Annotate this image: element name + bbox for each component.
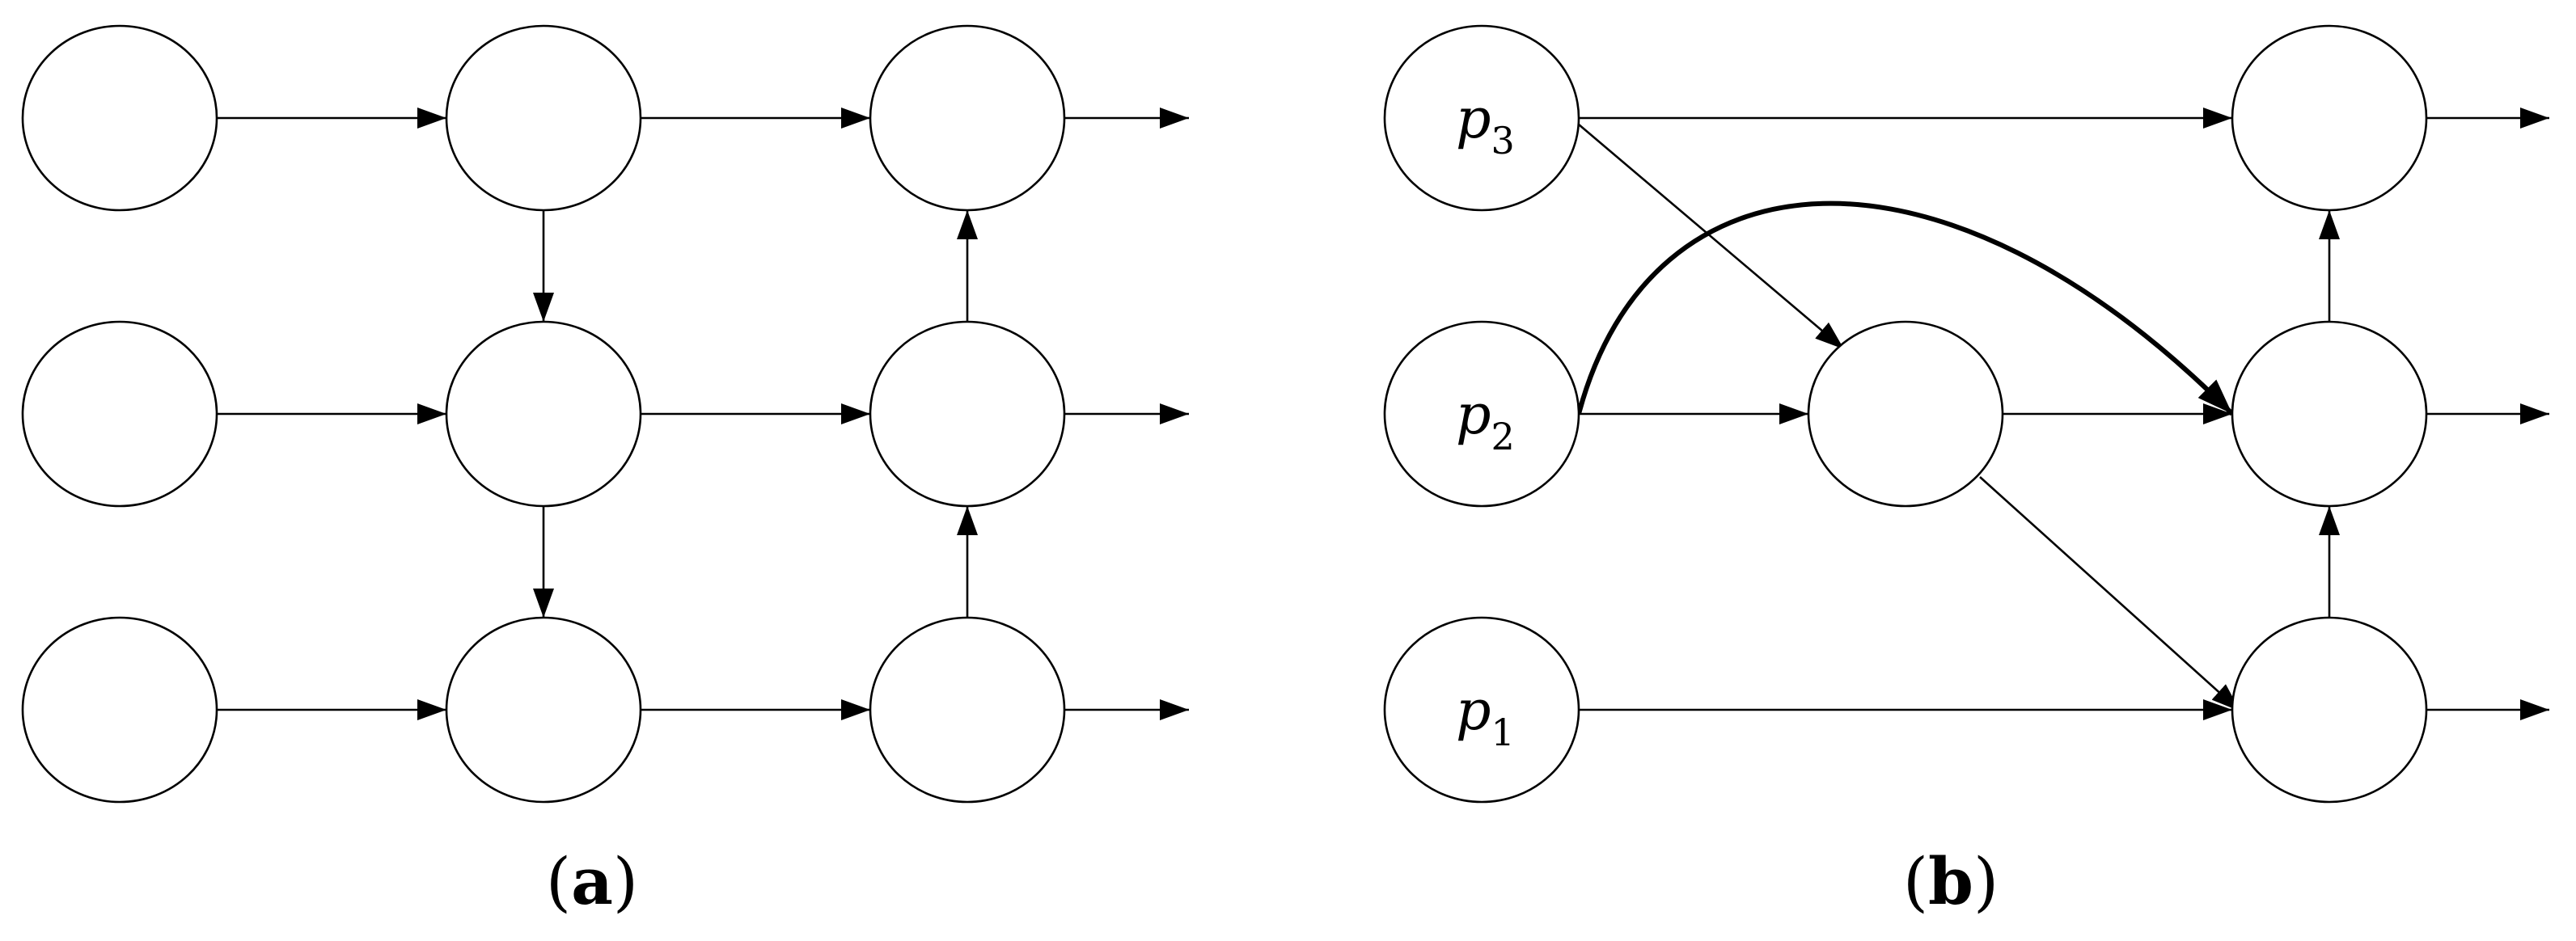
node bbox=[2231, 320, 2428, 508]
panel-a-caption: (a) bbox=[546, 843, 638, 919]
node-label-p2: p2 bbox=[1456, 383, 1515, 458]
edge bbox=[1979, 476, 2241, 712]
bold-curved-edge bbox=[1576, 200, 2235, 416]
node bbox=[445, 320, 642, 508]
node-label-p3: p3 bbox=[1456, 87, 1515, 162]
panel-a-nodes bbox=[21, 24, 1066, 804]
panel-a-edges bbox=[217, 108, 1189, 720]
edge bbox=[1578, 124, 1845, 350]
node-p2 bbox=[1383, 320, 1580, 508]
node bbox=[869, 24, 1066, 212]
node bbox=[21, 616, 218, 804]
node bbox=[445, 24, 642, 212]
node-label-p1: p1 bbox=[1456, 679, 1515, 754]
node-p1 bbox=[1383, 616, 1580, 804]
node bbox=[1807, 320, 2004, 508]
node-p3 bbox=[1383, 24, 1580, 212]
panel-a: (a) bbox=[21, 24, 1189, 919]
node bbox=[2231, 24, 2428, 212]
node bbox=[21, 24, 218, 212]
node bbox=[2231, 616, 2428, 804]
node bbox=[21, 320, 218, 508]
panel-b-nodes bbox=[1383, 24, 2428, 804]
node bbox=[445, 616, 642, 804]
node bbox=[869, 320, 1066, 508]
node bbox=[869, 616, 1066, 804]
panel-b: p3 p2 p1 (b) bbox=[1383, 24, 2549, 919]
panel-b-caption: (b) bbox=[1903, 843, 1999, 919]
panel-b-edges bbox=[1576, 108, 2549, 720]
